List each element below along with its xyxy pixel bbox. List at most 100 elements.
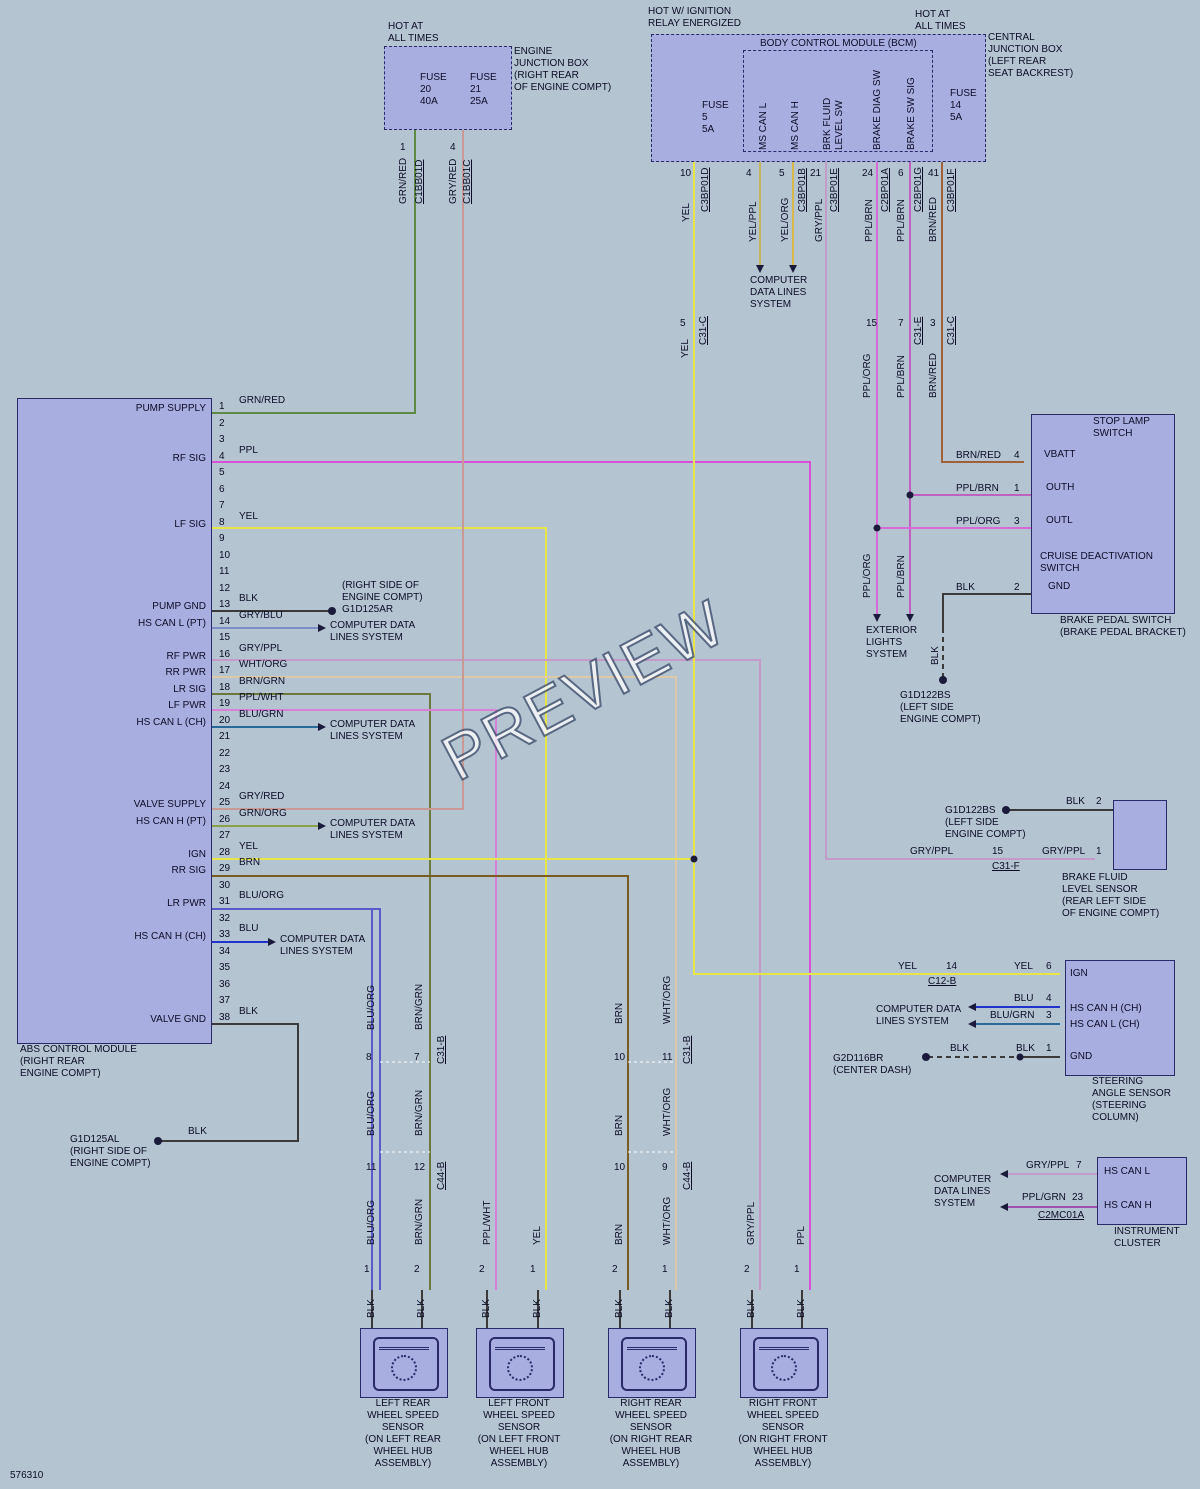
lr-c31-pin-a: 8 bbox=[366, 1052, 372, 1063]
bcm-signal-0: MS CAN L bbox=[758, 102, 769, 150]
arrow-exterior-lights-1 bbox=[873, 614, 881, 622]
conn-c1bb01c: C1BB01C bbox=[462, 159, 473, 204]
ground-label-g2d116br: G2D116BR(CENTER DASH) bbox=[833, 1053, 912, 1076]
abs-pin-number-14: 14 bbox=[219, 615, 231, 627]
abs-pin-number-8: 8 bbox=[219, 516, 225, 528]
wheel-speed-sensor-3 bbox=[740, 1328, 828, 1398]
ground-g1d122bs-b bbox=[1002, 806, 1010, 814]
abs-pin-number-3: 3 bbox=[219, 434, 225, 445]
abs-pin-name-31: LR PWR bbox=[167, 898, 206, 909]
bcm-pin-6: 41 bbox=[928, 168, 940, 179]
abs-pin-name-38: VALVE GND bbox=[150, 1013, 206, 1025]
sensor-core-icon bbox=[373, 1337, 439, 1391]
arrow-ms-can-l bbox=[756, 265, 764, 273]
cluster-pin-7: 7 bbox=[1076, 1160, 1082, 1171]
steer-wire-label-blu: BLU bbox=[1014, 993, 1034, 1004]
wire-brn-grn bbox=[210, 693, 431, 1290]
brake-pedal-switch bbox=[1031, 414, 1175, 614]
abs-pin-number-26: 26 bbox=[219, 813, 231, 825]
abs-pin-number-36: 36 bbox=[219, 978, 231, 990]
abs-pin-number-29: 29 bbox=[219, 863, 231, 874]
wire-blk-brake-gnd bbox=[942, 593, 1040, 628]
splice-ppl-brn bbox=[906, 491, 914, 499]
lr-wire-label-bot-a: BLU/ORG bbox=[366, 1199, 377, 1245]
fluid-wire-label-right: GRY/PPL bbox=[1042, 846, 1086, 857]
arrow-exterior-lights-2 bbox=[906, 614, 914, 622]
abs-pin-number-4: 4 bbox=[219, 450, 225, 462]
arrow-steer-can-h bbox=[968, 1003, 976, 1011]
bcm-conn-1: C3BP01B bbox=[797, 168, 808, 212]
rr-wire-label-mid-a: BRN bbox=[614, 1114, 625, 1136]
abs-pin-name-8: LF SIG bbox=[174, 518, 206, 530]
stop-lamp-wire-label-0: BRN/RED bbox=[956, 450, 1002, 461]
abs-pin-number-23: 23 bbox=[219, 764, 231, 775]
abs-wire-label-28: YEL bbox=[239, 840, 258, 852]
abs-wire-label-33: BLU bbox=[239, 923, 259, 934]
wire-brn-red bbox=[941, 160, 1024, 463]
abs-pin-number-28: 28 bbox=[219, 846, 231, 858]
wheel-speed-sensor-1 bbox=[476, 1328, 564, 1398]
wire-ppl-rf-sig bbox=[210, 461, 811, 1290]
splice-ppl-org bbox=[873, 524, 881, 532]
rr-wire-label-top-a: BRN bbox=[614, 1002, 625, 1024]
jb-pin-4: 4 bbox=[450, 142, 456, 153]
tone-ring-icon bbox=[391, 1355, 417, 1381]
bcm-wire-label-3: GRY/PPL bbox=[814, 198, 825, 242]
abs-pin-number-31: 31 bbox=[219, 896, 231, 907]
wire-label-ppl-org-down: PPL/ORG bbox=[862, 553, 873, 598]
abs-pin-number-2: 2 bbox=[219, 417, 225, 429]
c31c-pin-7: 7 bbox=[898, 318, 904, 329]
arrow-cluster-can-h bbox=[1000, 1203, 1008, 1211]
cluster-wire-label-gry-ppl: GRY/PPL bbox=[1026, 1160, 1070, 1171]
abs-pin-number-7: 7 bbox=[219, 500, 225, 511]
coil-icon bbox=[379, 1339, 429, 1350]
abs-wire-label-31: BLU/ORG bbox=[239, 890, 285, 901]
ground-g1d125al bbox=[154, 1137, 162, 1145]
bcm-wire-label-5: PPL/BRN bbox=[896, 199, 907, 242]
steer-pin-4: 4 bbox=[1046, 993, 1052, 1004]
wire-gry-ppl bbox=[210, 659, 761, 1290]
sensor-pin-1-a: 2 bbox=[479, 1264, 485, 1275]
rr-c44-pin-b: 9 bbox=[662, 1162, 668, 1173]
rr-wire-label-top-b: WHT/ORG bbox=[662, 975, 673, 1024]
abs-wire-label-4: PPL bbox=[239, 444, 258, 456]
lf-wire-label-a: PPL/WHT bbox=[482, 1200, 493, 1245]
steer-pin-6: 6 bbox=[1046, 961, 1052, 972]
abs-pin-name-14: HS CAN L (PT) bbox=[138, 617, 206, 629]
lr-conn-c31b: C31-B bbox=[436, 1035, 447, 1064]
abs-pin-name-4: RF SIG bbox=[172, 452, 206, 464]
sensor-pin-2-a: 2 bbox=[612, 1264, 618, 1275]
wire-label-yel-c31: YEL bbox=[680, 339, 691, 358]
steer-wire-label-yel-a: YEL bbox=[898, 961, 917, 972]
abs-pin-name-13: PUMP GND bbox=[152, 601, 206, 612]
abs-pin-number-37: 37 bbox=[219, 995, 231, 1006]
engine-junction-box bbox=[384, 46, 512, 130]
sensor-core-icon bbox=[489, 1337, 555, 1391]
stop-lamp-wire-label-2: PPL/ORG bbox=[956, 516, 1001, 527]
bcm-conn-3: C2BP01A bbox=[880, 168, 891, 212]
lr-wire-label-mid-a: BLU/ORG bbox=[366, 1090, 377, 1136]
sensor-blk-label-2-a: BLK bbox=[614, 1299, 625, 1318]
wire-yel-ign-main bbox=[693, 160, 1060, 975]
lr-wire-label-top-b: BRN/GRN bbox=[414, 983, 425, 1030]
wheel-speed-sensor-2 bbox=[608, 1328, 696, 1398]
sensor-core-icon bbox=[753, 1337, 819, 1391]
steer-pin-14: 14 bbox=[946, 961, 958, 972]
stop-lamp-pin-2: 2 bbox=[1014, 582, 1020, 593]
c31c-pin-3: 3 bbox=[930, 318, 936, 329]
lr-wire-label-bot-b: BRN/GRN bbox=[414, 1198, 425, 1245]
bcm-wire-label-6: BRN/RED bbox=[928, 196, 939, 242]
bcm-wire-label-0: YEL bbox=[681, 203, 692, 222]
steer-ign: IGN bbox=[1070, 968, 1088, 979]
abs-wire-label-29: BRN bbox=[239, 857, 261, 868]
steer-pin-1: 1 bbox=[1046, 1043, 1052, 1054]
conn-c2mc01a: C2MC01A bbox=[1038, 1210, 1085, 1221]
wire-grn-red bbox=[210, 128, 416, 414]
stop-lamp-outl: OUTL bbox=[1046, 515, 1073, 526]
